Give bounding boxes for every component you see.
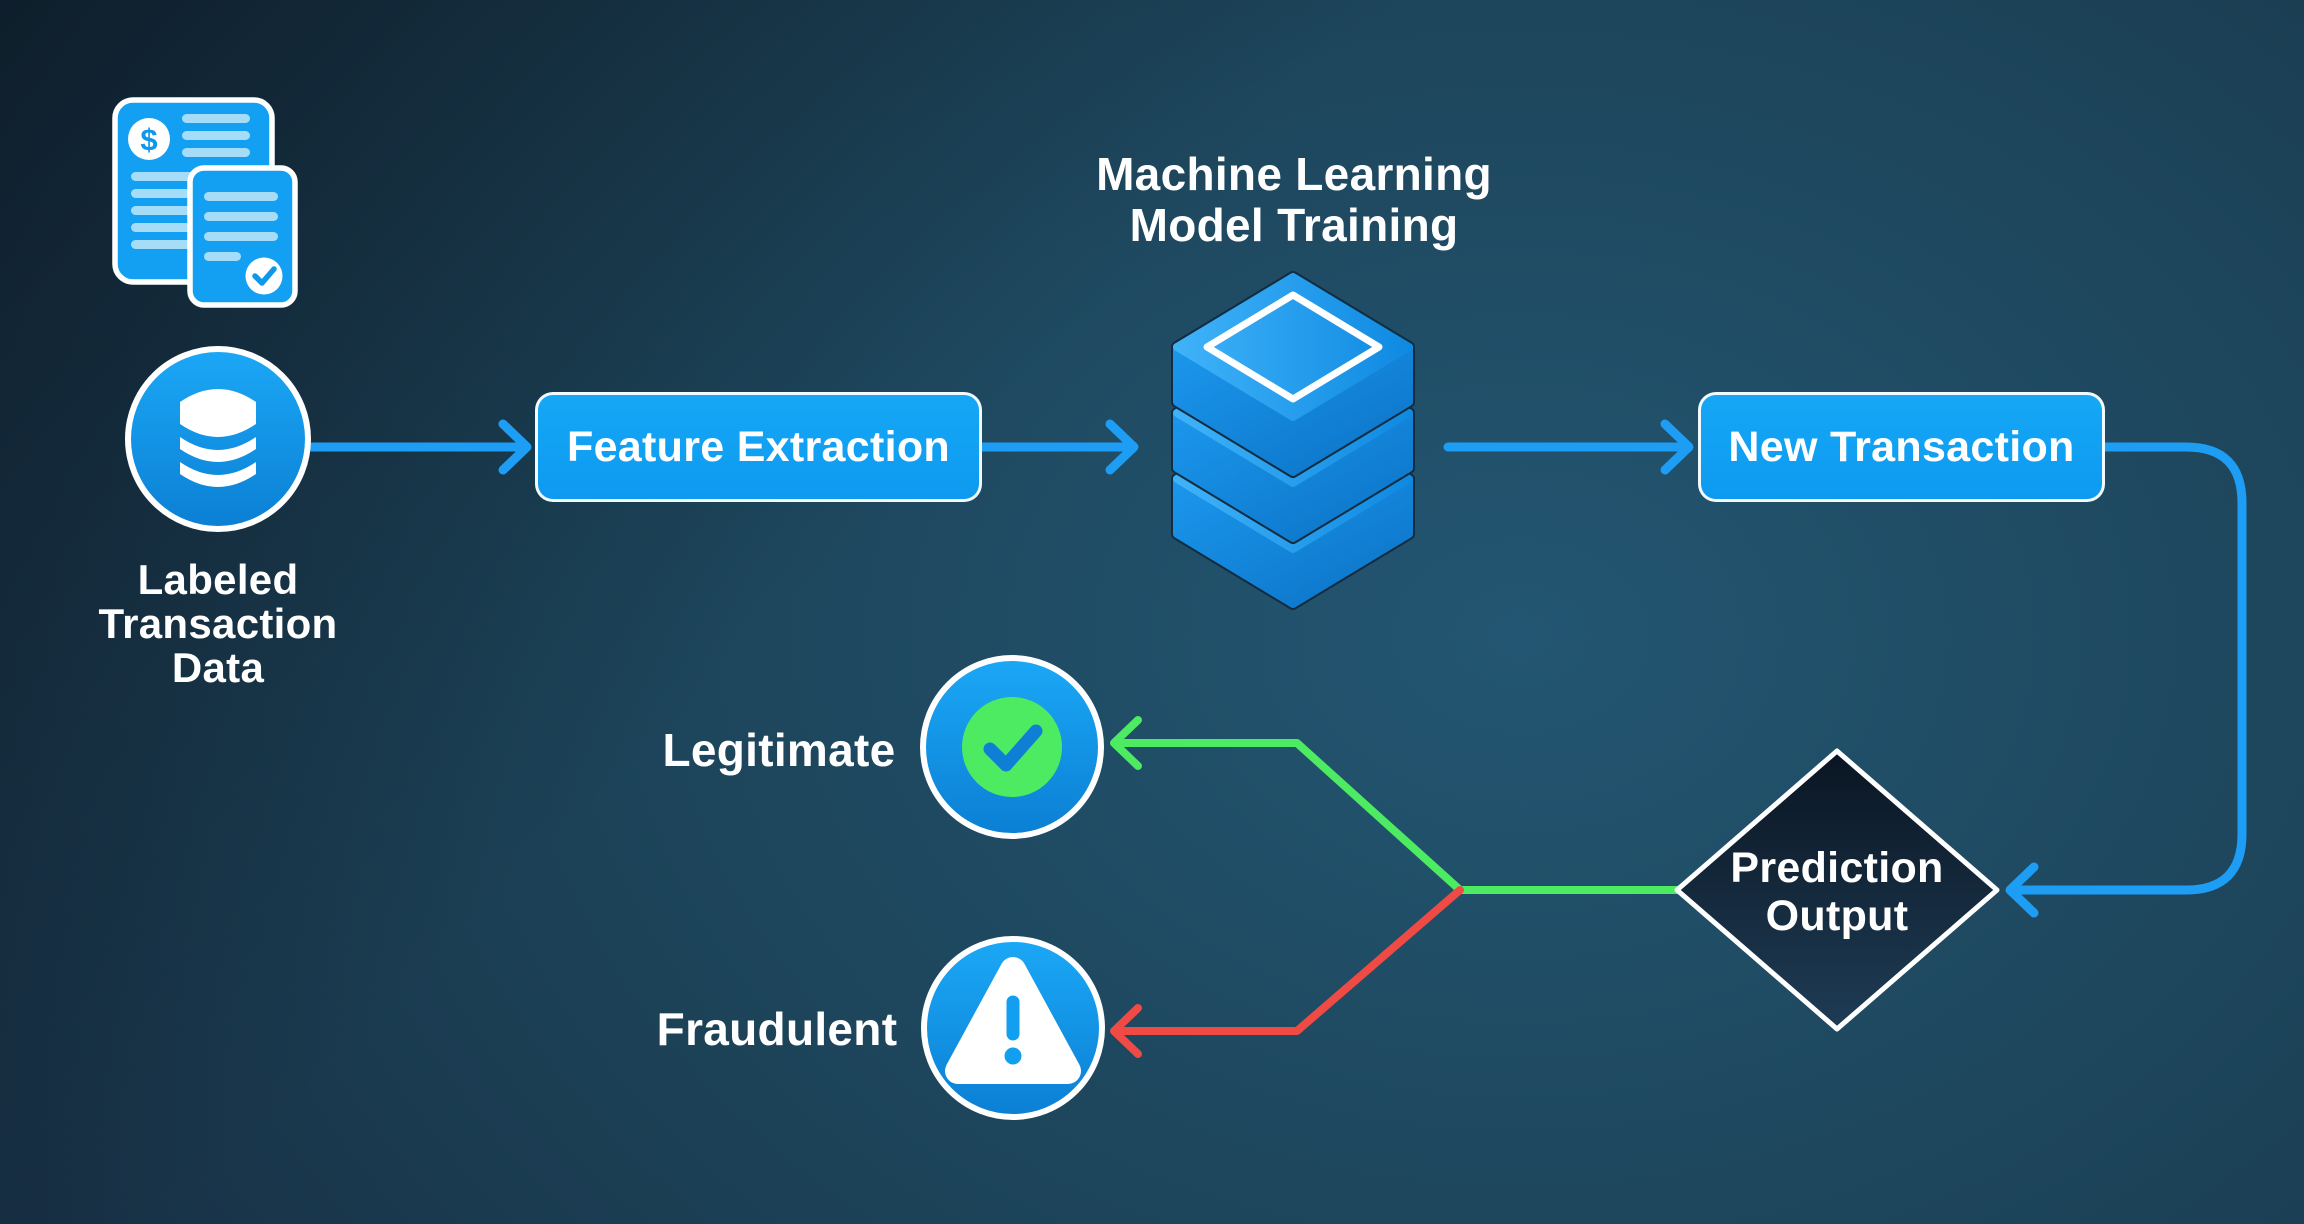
ml-training-title-line: Machine Learning (1096, 148, 1492, 200)
layer-stack-icon (1171, 271, 1415, 610)
prediction-output-label: Prediction Output (1730, 844, 1943, 940)
legitimate-label: Legitimate (662, 724, 896, 776)
labeled-data-label-line: Labeled (137, 556, 299, 603)
database-icon (125, 346, 311, 532)
feature-extraction-node: Feature Extraction (535, 392, 982, 502)
labeled-data-label-line: Transaction (98, 600, 338, 647)
warning-triangle-icon (921, 936, 1105, 1120)
labeled-data-label: Labeled Transaction Data (98, 558, 337, 690)
dollar-glyph: $ (140, 122, 157, 157)
arrow-data-to-feature (306, 419, 532, 475)
ml-training-title-line: Model Training (1129, 199, 1459, 251)
new-transaction-node: New Transaction (1698, 392, 2105, 502)
arrow-feature-to-model (977, 419, 1139, 475)
dollar-icon (128, 118, 170, 160)
labeled-data-label-line: Data (171, 644, 265, 691)
arrow-prediction-to-fraudulent (1110, 886, 1464, 1058)
feature-extraction-label: Feature Extraction (567, 422, 950, 471)
new-transaction-label: New Transaction (1728, 422, 2075, 471)
prediction-output-diamond (1674, 748, 2000, 1032)
fraudulent-label: Fraudulent (656, 1003, 898, 1055)
arrow-prediction-to-legitimate (1110, 716, 1681, 894)
check-circle-icon (920, 655, 1104, 839)
ml-training-title: Machine Learning Model Training (1096, 149, 1492, 251)
document-check-icon (245, 257, 283, 295)
arrow-model-to-transaction (1443, 419, 1694, 475)
prediction-output-label-line: Output (1765, 892, 1909, 940)
connector-transaction-to-prediction (2005, 442, 2247, 918)
prediction-output-label-line: Prediction (1730, 844, 1944, 892)
transaction-documents-icon: $ (112, 97, 298, 308)
